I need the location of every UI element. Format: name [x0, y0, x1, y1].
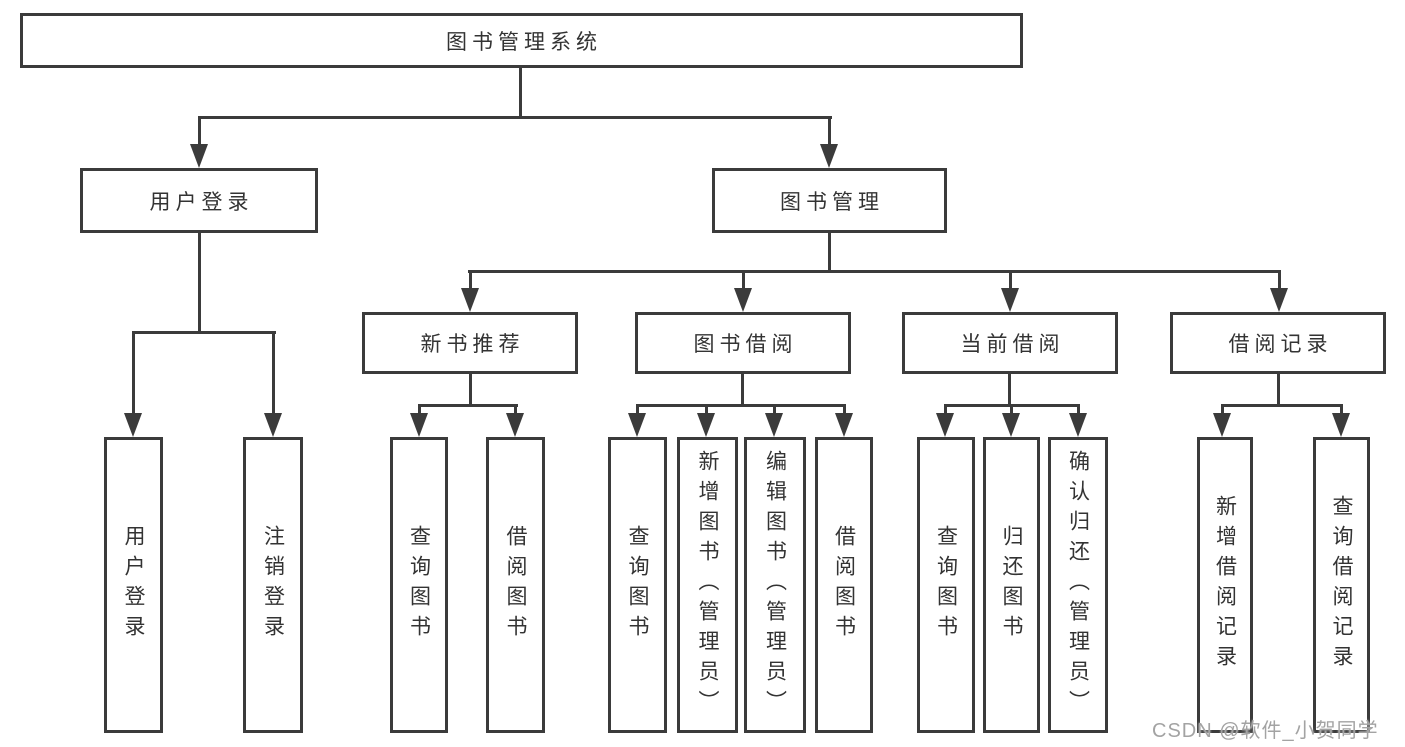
connector-g3-stem	[1008, 374, 1011, 407]
connector-login-drop-1	[132, 331, 135, 415]
arrow-down-icon	[1270, 288, 1288, 312]
connector-g1-bar	[418, 404, 518, 407]
node-book-management: 图书管理	[712, 168, 947, 233]
leaf-query-book-current-label: 查询图书	[934, 525, 958, 645]
leaf-return-book: 归还图书	[983, 437, 1040, 733]
leaf-query-book-borrowing: 查询图书	[608, 437, 667, 733]
arrow-down-icon	[1001, 288, 1019, 312]
leaf-edit-book-admin-label: 编辑图书（管理员）	[763, 450, 787, 720]
arrow-down-icon	[124, 413, 142, 437]
leaf-confirm-return-admin-label: 确认归还（管理员）	[1066, 450, 1090, 720]
leaf-logout: 注销登录	[243, 437, 303, 733]
leaf-return-book-label: 归还图书	[1000, 525, 1023, 645]
leaf-user-login-label: 用户登录	[122, 525, 145, 645]
arrow-down-icon	[506, 413, 524, 437]
node-current-borrowing: 当前借阅	[902, 312, 1118, 374]
node-new-book-recommend-label: 新书推荐	[420, 333, 525, 356]
node-current-borrowing-label: 当前借阅	[960, 333, 1065, 356]
arrow-down-icon	[1332, 413, 1350, 437]
node-book-borrowing: 图书借阅	[635, 312, 851, 374]
leaf-user-login: 用户登录	[104, 437, 163, 733]
connector-root-bar	[198, 116, 832, 119]
arrow-down-icon	[461, 288, 479, 312]
connector-g2-stem	[741, 374, 744, 407]
node-book-management-label: 图书管理	[780, 190, 884, 214]
leaf-borrow-book-borrowing-label: 借阅图书	[832, 525, 856, 645]
arrow-down-icon	[765, 413, 783, 437]
node-borrow-records: 借阅记录	[1170, 312, 1386, 374]
node-user-login-label: 用户登录	[149, 190, 254, 214]
node-root-label: 图书管理系统	[446, 30, 602, 54]
connector-g3-drop-2	[1010, 404, 1013, 416]
leaf-query-borrow-record: 查询借阅记录	[1313, 437, 1370, 733]
node-user-login: 用户登录	[80, 168, 318, 233]
connector-g1-drop-1	[418, 404, 421, 416]
leaf-query-book-recommend-label: 查询图书	[407, 525, 431, 645]
connector-g2-drop-3	[773, 404, 776, 416]
leaf-confirm-return-admin: 确认归还（管理员）	[1048, 437, 1108, 733]
node-root: 图书管理系统	[20, 13, 1023, 68]
connector-mgmt-bar	[468, 270, 1281, 273]
connector-g4-stem	[1277, 374, 1280, 407]
leaf-query-book-borrowing-label: 查询图书	[626, 525, 649, 645]
connector-g1-stem	[469, 374, 472, 407]
arrow-down-icon	[190, 144, 208, 168]
connector-g4-drop-1	[1221, 404, 1224, 416]
arrow-down-icon	[1213, 413, 1231, 437]
connector-root-stem	[519, 67, 522, 119]
arrow-down-icon	[820, 144, 838, 168]
node-book-borrowing-label: 图书借阅	[693, 333, 798, 356]
arrow-down-icon	[936, 413, 954, 437]
leaf-borrow-book-borrowing: 借阅图书	[815, 437, 873, 733]
leaf-borrow-book-recommend: 借阅图书	[486, 437, 545, 733]
connector-mgmt-stem	[828, 233, 831, 273]
leaf-borrow-book-recommend-label: 借阅图书	[504, 525, 527, 645]
connector-g4-bar	[1221, 404, 1343, 407]
connector-g2-drop-1	[636, 404, 639, 416]
leaf-query-book-recommend: 查询图书	[390, 437, 448, 733]
leaf-add-book-admin-label: 新增图书（管理员）	[696, 450, 719, 720]
leaf-edit-book-admin: 编辑图书（管理员）	[744, 437, 806, 733]
connector-mgmt-drop-3	[1009, 270, 1012, 290]
connector-g2-bar	[636, 404, 846, 407]
connector-login-bar	[132, 331, 276, 334]
arrow-down-icon	[410, 413, 428, 437]
arrow-down-icon	[1069, 413, 1087, 437]
csdn-watermark: CSDN @软件_小贺同学	[1152, 720, 1379, 742]
connector-g1-drop-2	[514, 404, 517, 416]
connector-mgmt-drop-4	[1278, 270, 1281, 290]
connector-root-drop-login	[198, 116, 201, 146]
connector-g2-drop-4	[843, 404, 846, 416]
connector-g3-drop-3	[1077, 404, 1080, 416]
leaf-add-book-admin: 新增图书（管理员）	[677, 437, 738, 733]
arrow-down-icon	[734, 288, 752, 312]
node-new-book-recommend: 新书推荐	[362, 312, 578, 374]
connector-login-drop-2	[272, 331, 275, 415]
connector-login-stem	[198, 233, 201, 334]
connector-g3-drop-1	[944, 404, 947, 416]
leaf-query-book-current: 查询图书	[917, 437, 975, 733]
connector-g4-drop-2	[1340, 404, 1343, 416]
connector-mgmt-drop-1	[469, 270, 472, 290]
leaf-add-borrow-record-label: 新增借阅记录	[1213, 495, 1237, 675]
leaf-logout-label: 注销登录	[261, 525, 285, 645]
arrow-down-icon	[697, 413, 715, 437]
arrow-down-icon	[628, 413, 646, 437]
connector-mgmt-drop-2	[742, 270, 745, 290]
node-borrow-records-label: 借阅记录	[1228, 333, 1333, 356]
arrow-down-icon	[1002, 413, 1020, 437]
connector-root-drop-mgmt	[828, 116, 831, 146]
connector-g2-drop-2	[705, 404, 708, 416]
arrow-down-icon	[264, 413, 282, 437]
arrow-down-icon	[835, 413, 853, 437]
leaf-add-borrow-record: 新增借阅记录	[1197, 437, 1253, 733]
leaf-query-borrow-record-label: 查询借阅记录	[1330, 495, 1353, 675]
